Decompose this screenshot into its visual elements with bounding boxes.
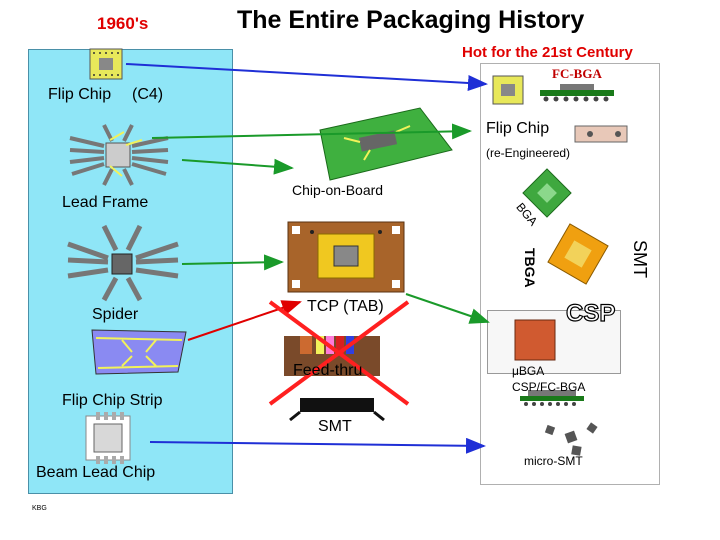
fc-bga-icon bbox=[492, 75, 614, 105]
label-smt-side: SMT bbox=[630, 240, 650, 278]
arrow-beam-lead-to-micro-smt bbox=[149, 437, 486, 454]
page-title: The Entire Packaging History bbox=[237, 6, 585, 34]
label-flip-chip-strip: Flip Chip Strip bbox=[62, 392, 163, 409]
arrow-flip-chip-to-re-engineered bbox=[151, 123, 472, 140]
tbga-icon bbox=[547, 223, 609, 285]
label-flip-chip-new: Flip Chip bbox=[486, 120, 550, 137]
arrow-lead-frame-to-cob bbox=[181, 158, 294, 175]
label-flip-chip: Flip Chip bbox=[48, 86, 112, 103]
csp-icon bbox=[514, 319, 556, 361]
label-spider: Spider bbox=[92, 306, 139, 323]
label-re-engineered: (re-Engineered) bbox=[486, 146, 571, 160]
label-smt: SMT bbox=[318, 418, 352, 435]
arrow-spider-to-tcp bbox=[181, 254, 284, 271]
label-tbga: TBGA bbox=[522, 248, 538, 288]
label-micro-smt: micro-SMT bbox=[524, 454, 583, 468]
flip-chip-c4-icon bbox=[89, 48, 123, 80]
flip-chip-re-engineered-icon bbox=[574, 125, 628, 143]
label-csp-fc-bga: CSP/FC-BGA bbox=[512, 380, 586, 394]
arrow-tcp-to-csp bbox=[405, 293, 490, 324]
arrow-flip-chip-to-fc-bga bbox=[125, 63, 488, 91]
lead-frame-icon bbox=[69, 124, 169, 186]
label-c4: (C4) bbox=[132, 86, 164, 103]
micro-smt-icon bbox=[544, 422, 598, 456]
csp-fc-bga-icon bbox=[520, 390, 584, 406]
hot-label: Hot for the 21st Century bbox=[462, 44, 633, 61]
label-micro-bga: μBGA bbox=[512, 364, 545, 378]
smt-package-icon bbox=[289, 398, 385, 422]
cross-line-2 bbox=[268, 300, 410, 406]
label-feed-thru: Feed-thru bbox=[293, 362, 363, 379]
label-chip-on-board: Chip-on-Board bbox=[292, 182, 384, 198]
flip-chip-strip-icon bbox=[91, 329, 187, 375]
label-fc-bga: FC-BGA bbox=[552, 66, 602, 81]
label-tcp-tab: TCP (TAB) bbox=[307, 298, 384, 315]
spider-icon bbox=[67, 224, 179, 302]
arrow-strip-to-tcp bbox=[187, 300, 302, 341]
kbg-logo: KBG bbox=[32, 505, 47, 512]
bga-icon bbox=[522, 168, 572, 218]
tcp-tab-icon bbox=[287, 221, 405, 293]
label-lead-frame: Lead Frame bbox=[62, 194, 149, 211]
era-label: 1960's bbox=[97, 14, 149, 33]
label-beam-lead-chip: Beam Lead Chip bbox=[36, 464, 156, 481]
label-csp: CSP bbox=[565, 299, 616, 327]
chip-on-board-icon bbox=[319, 107, 453, 181]
beam-lead-chip-icon bbox=[85, 412, 131, 464]
